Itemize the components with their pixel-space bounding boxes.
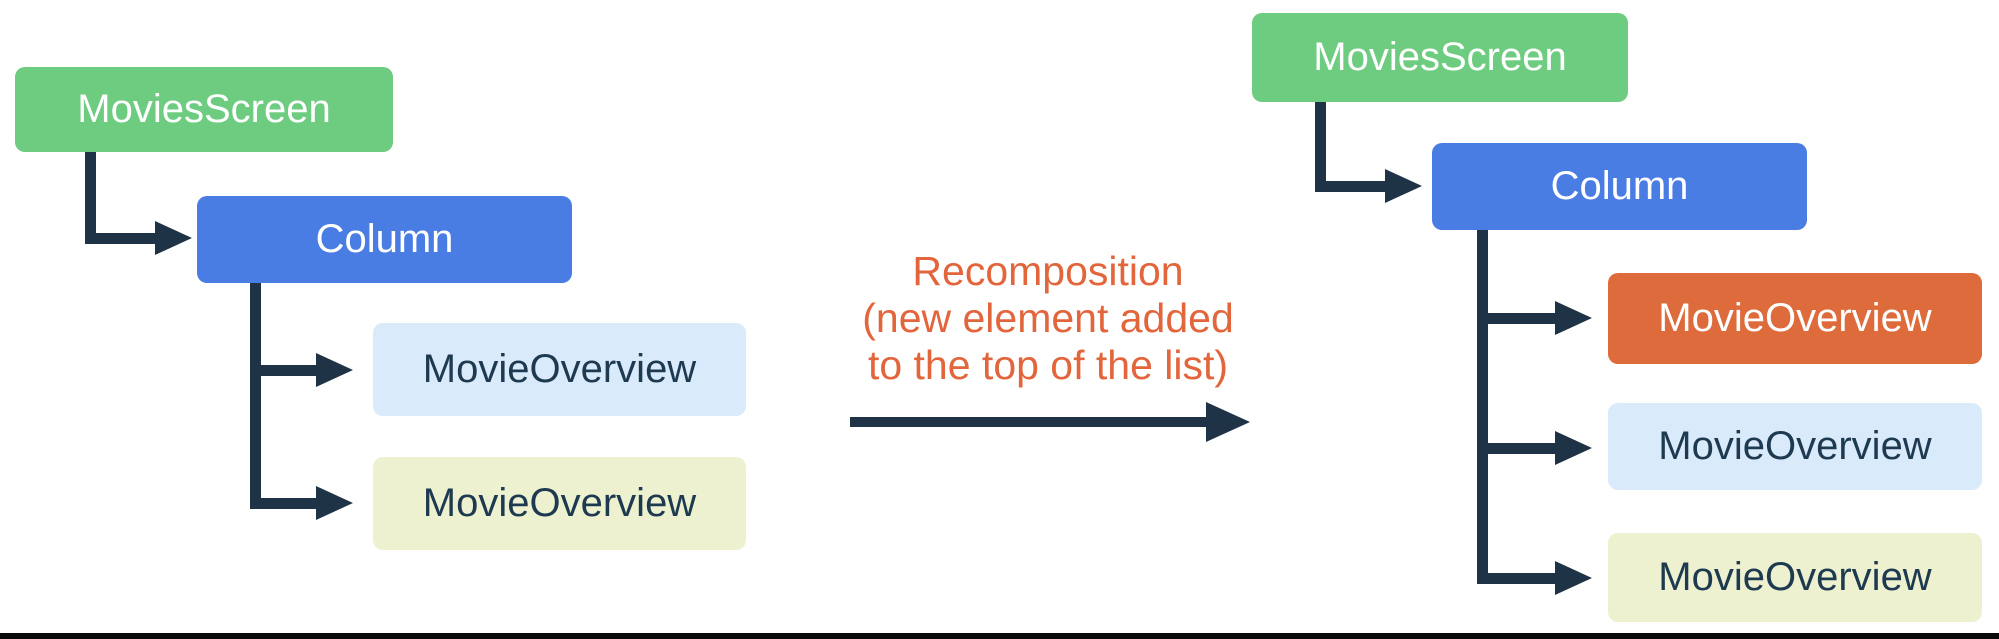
right-connector-moviesscreen-column-arrowhead-icon: [1385, 169, 1422, 203]
annotation-line-2: (new element added: [862, 295, 1234, 341]
right-branch-1-hline: [1477, 313, 1555, 324]
right-branch-2-arrowhead-icon: [1555, 431, 1592, 465]
right-node-movies-screen: MoviesScreen: [1252, 13, 1628, 102]
left-branch-2-hline: [250, 498, 316, 509]
right-connector-column-trunk-vline: [1477, 230, 1488, 584]
recomposition-annotation: Recomposition (new element added to the …: [808, 248, 1288, 389]
right-node-movie-overview-new: MovieOverview: [1608, 273, 1982, 364]
left-node-column: Column: [197, 196, 572, 283]
left-node-movies-screen: MoviesScreen: [15, 67, 393, 152]
left-node-movie-overview-1: MovieOverview: [373, 323, 746, 416]
right-branch-3-hline: [1477, 573, 1555, 584]
right-node-movie-overview-1: MovieOverview: [1608, 403, 1982, 490]
left-branch-2-arrowhead-icon: [316, 486, 353, 520]
left-branch-1-hline: [250, 365, 316, 376]
left-connector-column-trunk-vline: [250, 283, 261, 509]
bottom-border: [0, 633, 1999, 639]
annotation-line-3: to the top of the list): [867, 342, 1229, 388]
left-branch-1-arrowhead-icon: [316, 353, 353, 387]
right-node-movie-overview-2: MovieOverview: [1608, 533, 1982, 622]
annotation-line-1: Recomposition: [912, 248, 1184, 294]
right-connector-moviesscreen-column-vline: [1315, 102, 1326, 192]
left-connector-moviesscreen-column-vline: [85, 152, 96, 244]
left-connector-moviesscreen-column-hline: [85, 233, 155, 244]
left-node-movie-overview-2: MovieOverview: [373, 457, 746, 550]
right-node-column: Column: [1432, 143, 1807, 230]
recomposition-arrowhead-icon: [1206, 402, 1250, 442]
right-branch-3-arrowhead-icon: [1555, 561, 1592, 595]
left-connector-moviesscreen-column-arrowhead-icon: [155, 221, 192, 255]
right-connector-moviesscreen-column-hline: [1315, 181, 1385, 192]
right-branch-1-arrowhead-icon: [1555, 301, 1592, 335]
right-branch-2-hline: [1477, 443, 1555, 454]
recomposition-arrow-line: [850, 417, 1210, 427]
